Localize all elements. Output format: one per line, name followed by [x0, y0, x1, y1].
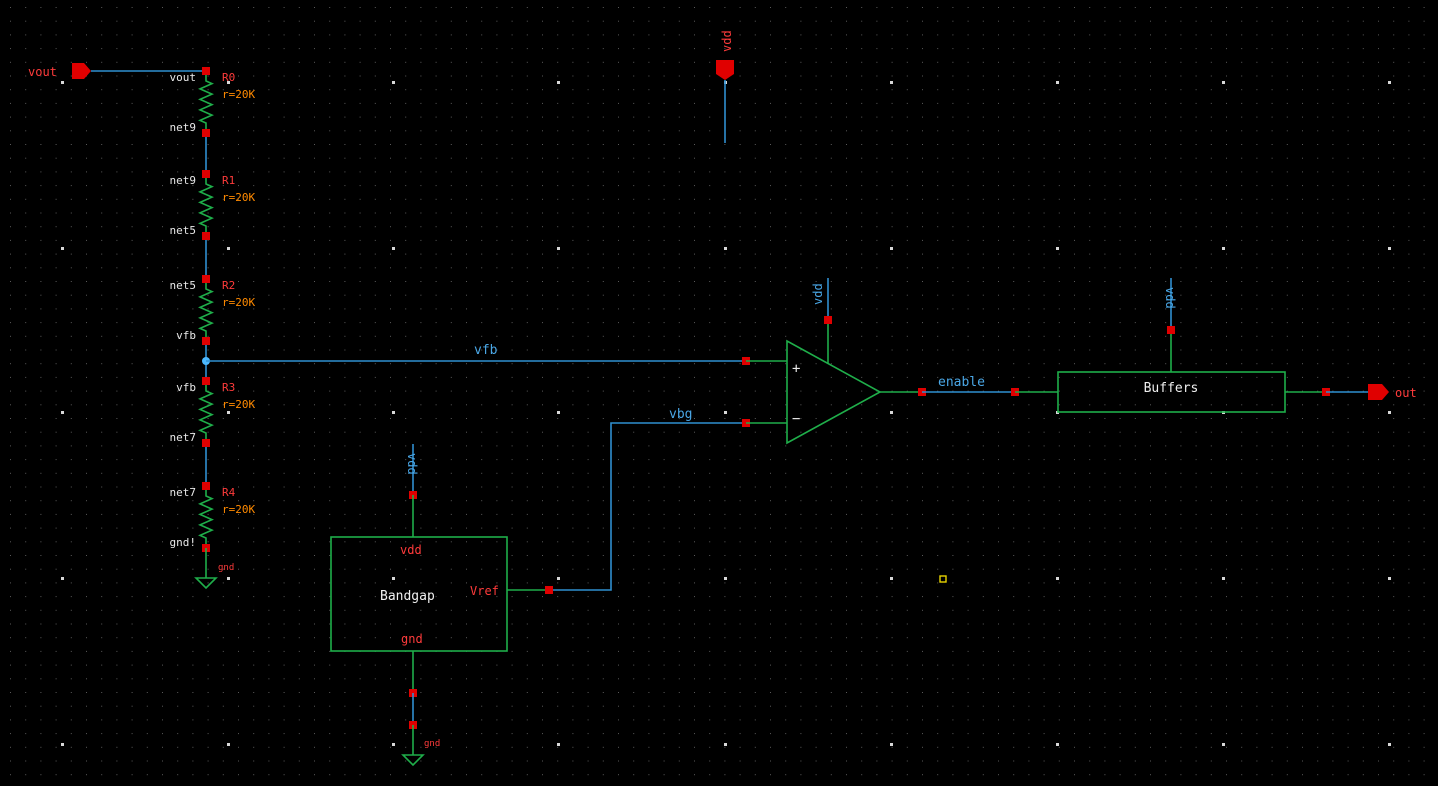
resistor-top-pin-label: net5	[170, 279, 197, 292]
resistor-top-pin-label: net7	[170, 486, 197, 499]
pin-r0-top	[202, 67, 210, 75]
bandgap-pin-gnd-label: gnd	[401, 632, 423, 646]
resistor-instance-label: R2	[222, 279, 235, 292]
pin-opamp-vdd	[824, 316, 832, 324]
port-out-label: out	[1395, 386, 1417, 400]
resistor-param-label: r=20K	[222, 88, 255, 101]
ground-label-r4: gnd	[218, 563, 234, 573]
pin-r2-bottom	[202, 337, 210, 345]
resistor-instance-label: R1	[222, 174, 235, 187]
pin-r2-top	[202, 275, 210, 283]
net-label-vbg: vbg	[669, 407, 692, 422]
resistor-bottom-pin-label: net7	[170, 431, 197, 444]
buffers-vdd-label: vdd	[1163, 287, 1177, 309]
buffers-block-label: Buffers	[1144, 381, 1199, 396]
ground-symbol-r4[interactable]: gnd	[196, 548, 234, 588]
resistor-bottom-pin-label: net9	[170, 121, 197, 134]
resistor-instance-label: R3	[222, 381, 235, 394]
port-vdd-top-label: vdd	[720, 30, 734, 52]
net-label-enable: enable	[938, 375, 985, 390]
wire-vbg[interactable]	[549, 423, 746, 590]
opamp-minus-sign: −	[792, 411, 800, 427]
resistor-bottom-pin-label: gnd!	[170, 536, 197, 549]
pin-bandgap-vref	[545, 586, 553, 594]
resistor-r0[interactable]: R0 r=20K vout net9	[170, 67, 256, 137]
opamp-vdd-label: vdd	[811, 283, 825, 305]
resistor-bottom-pin-label: vfb	[176, 329, 196, 342]
ground-label-bandgap: gnd	[424, 739, 440, 749]
bandgap-pin-vref-label: Vref	[470, 584, 499, 598]
opamp-plus-sign: +	[792, 361, 800, 377]
port-vdd-top[interactable]: vdd	[716, 30, 734, 80]
port-out[interactable]: out	[1368, 384, 1417, 400]
resistor-top-pin-label: vfb	[176, 381, 196, 394]
ground-symbol-bandgap[interactable]: gnd	[403, 725, 440, 765]
resistor-top-pin-label: net9	[170, 174, 197, 187]
pin-r1-top	[202, 170, 210, 178]
resistor-r1[interactable]: R1 r=20K net9 net5	[170, 170, 256, 240]
pin-r3-top	[202, 377, 210, 385]
resistor-param-label: r=20K	[222, 296, 255, 309]
pin-r3-bottom	[202, 439, 210, 447]
pin-r1-bottom	[202, 232, 210, 240]
resistor-r3[interactable]: R3 r=20K vfb net7	[170, 377, 256, 447]
buffers-block[interactable]: Buffers	[1058, 330, 1285, 412]
pin-r4-top	[202, 482, 210, 490]
bandgap-pin-vdd-label: vdd	[400, 543, 422, 557]
port-vout-label: vout	[28, 65, 57, 79]
bandgap-block-label: Bandgap	[380, 589, 435, 604]
resistor-param-label: r=20K	[222, 191, 255, 204]
resistor-param-label: r=20K	[222, 503, 255, 516]
port-vout[interactable]: vout	[28, 63, 91, 79]
opamp-symbol[interactable]: + −	[787, 320, 880, 443]
resistor-top-pin-label: vout	[170, 71, 197, 84]
resistor-param-label: r=20K	[222, 398, 255, 411]
resistor-bottom-pin-label: net5	[170, 224, 197, 237]
resistor-r4[interactable]: R4 r=20K net7 gnd!	[170, 482, 256, 552]
resistor-r2[interactable]: R2 r=20K net5 vfb	[170, 275, 256, 345]
bandgap-vdd-supply-label: vdd	[405, 453, 419, 475]
selection-marker[interactable]	[940, 576, 946, 582]
pin-buffers-vdd	[1167, 326, 1175, 334]
resistor-instance-label: R0	[222, 71, 235, 84]
pin-r0-bottom	[202, 129, 210, 137]
net-label-vfb: vfb	[474, 343, 498, 358]
bandgap-block[interactable]: vdd Bandgap Vref gnd	[331, 495, 549, 693]
resistor-instance-label: R4	[222, 486, 236, 499]
